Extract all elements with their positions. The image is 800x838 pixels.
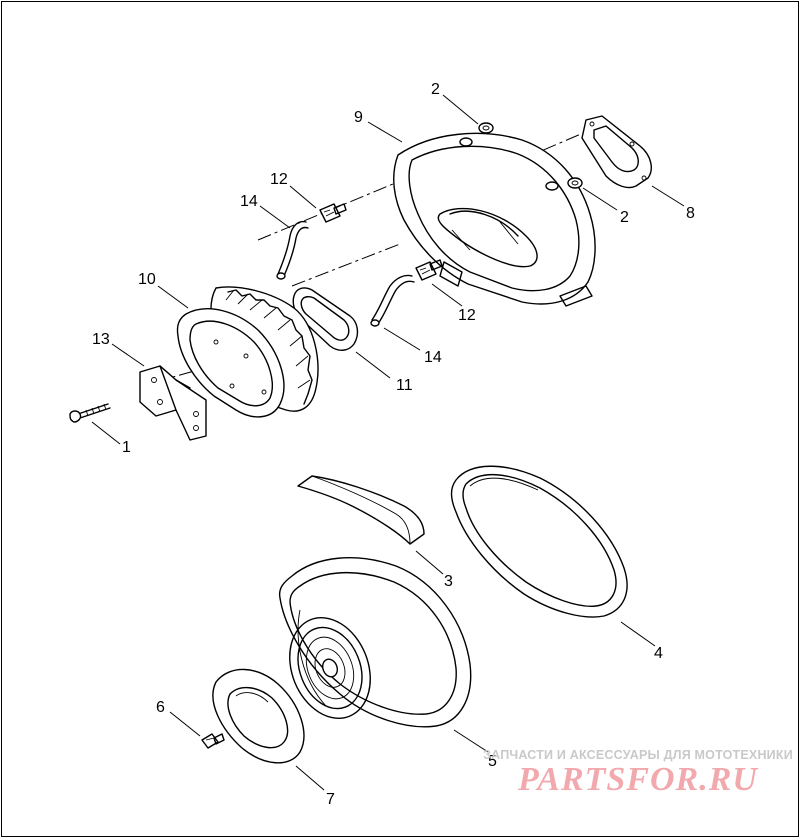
watermark-logo: PARTSFOR.RU xyxy=(518,761,758,798)
callout-10: 10 xyxy=(138,271,156,288)
air-cleaner-cover-part-5 xyxy=(278,557,472,728)
seal-strip-part-3 xyxy=(297,475,425,545)
cover-screw-part-6 xyxy=(201,733,225,749)
callout-3: 3 xyxy=(444,573,453,590)
callout-12-lower: 12 xyxy=(458,307,476,324)
callout-12-upper: 12 xyxy=(270,171,288,188)
callout-14-upper: 14 xyxy=(240,193,258,210)
callout-1: 1 xyxy=(122,439,131,456)
cover-insert-part-7 xyxy=(212,668,305,764)
callout-9: 9 xyxy=(354,109,363,126)
callout-leader-lines xyxy=(91,94,685,791)
callout-2-top: 2 xyxy=(431,81,440,98)
air-filter-element-part-10 xyxy=(176,286,319,418)
gasket-part-8 xyxy=(581,115,652,189)
callout-11: 11 xyxy=(396,377,413,394)
washer-part-2-top xyxy=(478,122,494,134)
backplate-part-9 xyxy=(393,132,596,307)
callout-2-right: 2 xyxy=(620,209,629,226)
callout-13: 13 xyxy=(92,331,110,348)
breather-bolt-part-12-lower xyxy=(415,259,443,281)
breather-hose-part-14-lower xyxy=(370,274,415,327)
breather-hose-part-14-upper xyxy=(276,220,309,280)
washer-part-2-right xyxy=(567,177,583,189)
callout-6: 6 xyxy=(156,699,165,716)
callout-7: 7 xyxy=(326,791,335,808)
screw-part-1 xyxy=(69,403,111,423)
callout-14-lower: 14 xyxy=(424,349,442,366)
watermark-tagline: ЗАПЧАСТИ И АКСЕССУАРЫ ДЛЯ МОТОТЕХНИКИ xyxy=(483,748,793,762)
breather-bolt-part-12-upper xyxy=(319,203,347,223)
mounting-bracket-part-13 xyxy=(139,365,207,441)
callout-8: 8 xyxy=(686,205,695,222)
callout-numbers: 1 2 2 3 4 5 6 7 8 9 10 11 12 12 13 14 14 xyxy=(92,81,695,808)
callout-5: 5 xyxy=(488,753,497,770)
watermark: ЗАПЧАСТИ И АКСЕССУАРЫ ДЛЯ МОТОТЕХНИКИ PA… xyxy=(482,748,794,798)
trim-ring-part-4 xyxy=(450,465,628,618)
callout-4: 4 xyxy=(654,645,663,662)
